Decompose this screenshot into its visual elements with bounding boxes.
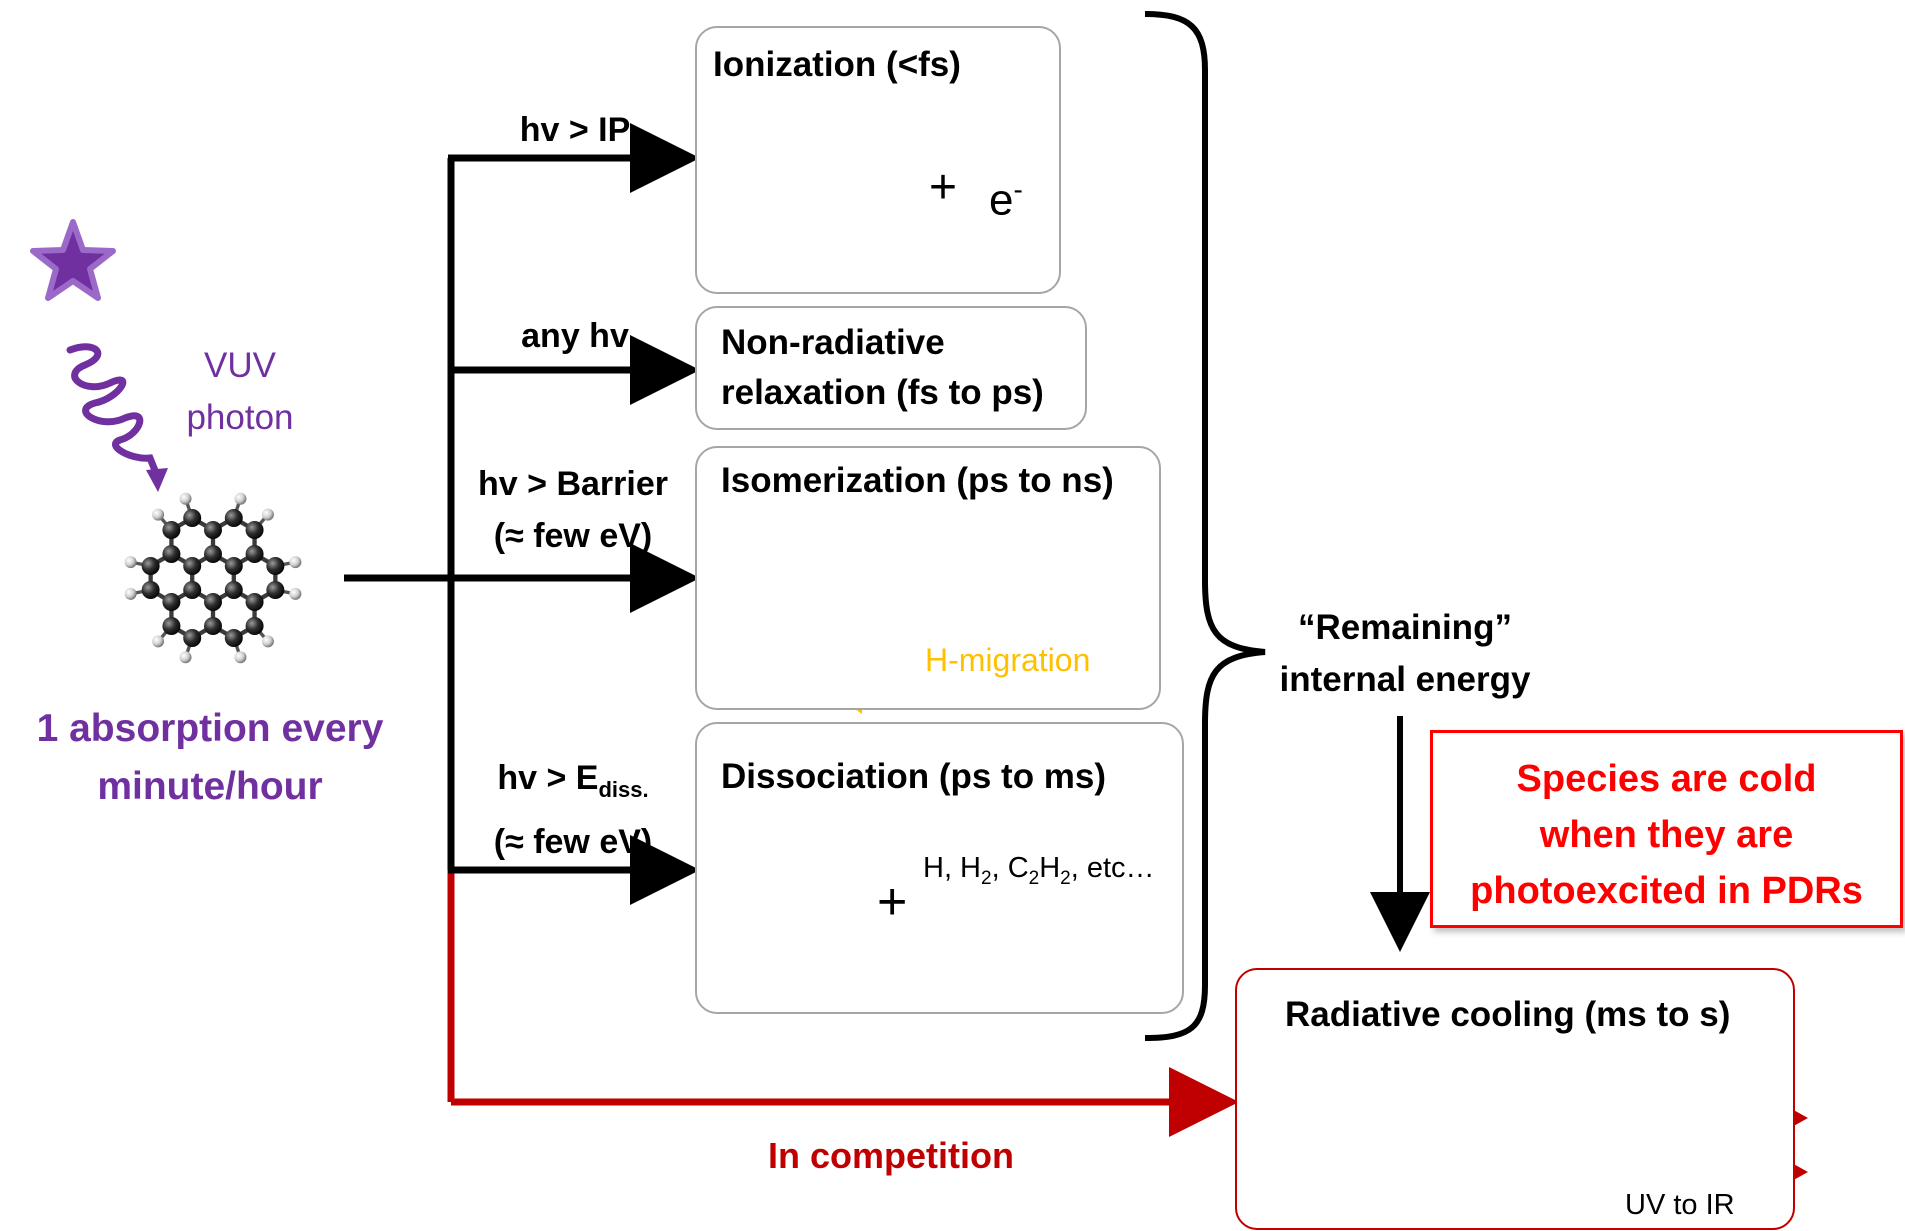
isomerization-box: Isomerization (ps to ns) H-migration	[695, 446, 1161, 710]
radiative-title: Radiative cooling (ms to s)	[1285, 995, 1731, 1034]
ionization-title: Ionization (<fs)	[713, 45, 961, 84]
uv-to-ir-label: UV to IR	[1625, 1189, 1735, 1221]
dissociation-title: Dissociation (ps to ms)	[721, 757, 1107, 796]
nonradiative-box: Non-radiative relaxation (fs to ps)	[695, 306, 1087, 430]
nonradiative-title: Non-radiative relaxation (fs to ps)	[721, 323, 1044, 412]
branch-label-barrier: hv > Barrier (≈ few eV)	[478, 465, 668, 555]
curly-brace	[1144, 11, 1266, 1041]
dissociation-box: Dissociation (ps to ms) + H, H2, C2H2, e…	[695, 722, 1184, 1014]
photon-squiggle-icon	[66, 343, 162, 482]
star-icon	[30, 219, 116, 301]
branch-label-any: any hv	[521, 317, 629, 355]
dissociation-plus: +	[877, 873, 908, 931]
branch-label-ip: hv > IP	[519, 111, 631, 149]
radiative-cooling-box: Radiative cooling (ms to s) UV to IR	[1235, 968, 1795, 1230]
absorption-rate-label: 1 absorption every minute/hour	[36, 707, 384, 808]
electron-label: e-	[989, 174, 1023, 225]
cold-species-note: Species are cold when they are photoexci…	[1430, 730, 1903, 928]
photon-label: VUV photon	[186, 346, 294, 437]
competition-label: In competition	[768, 1135, 1014, 1176]
ionization-box: Ionization (<fs) + e-	[695, 26, 1061, 294]
cold-species-text: Species are cold when they are photoexci…	[1470, 758, 1863, 912]
fragments-label: H, H2, C2H2, etc…	[923, 852, 1155, 889]
molecule-main-icon	[124, 492, 302, 664]
branch-label-dissociation: hv > Ediss. (≈ few eV)	[493, 759, 653, 861]
remaining-energy-label: “Remaining” internal energy	[1279, 608, 1531, 699]
isomerization-title: Isomerization (ps to ns)	[721, 461, 1114, 500]
ionization-plus: +	[929, 161, 958, 214]
h-migration-label: H-migration	[925, 642, 1091, 678]
